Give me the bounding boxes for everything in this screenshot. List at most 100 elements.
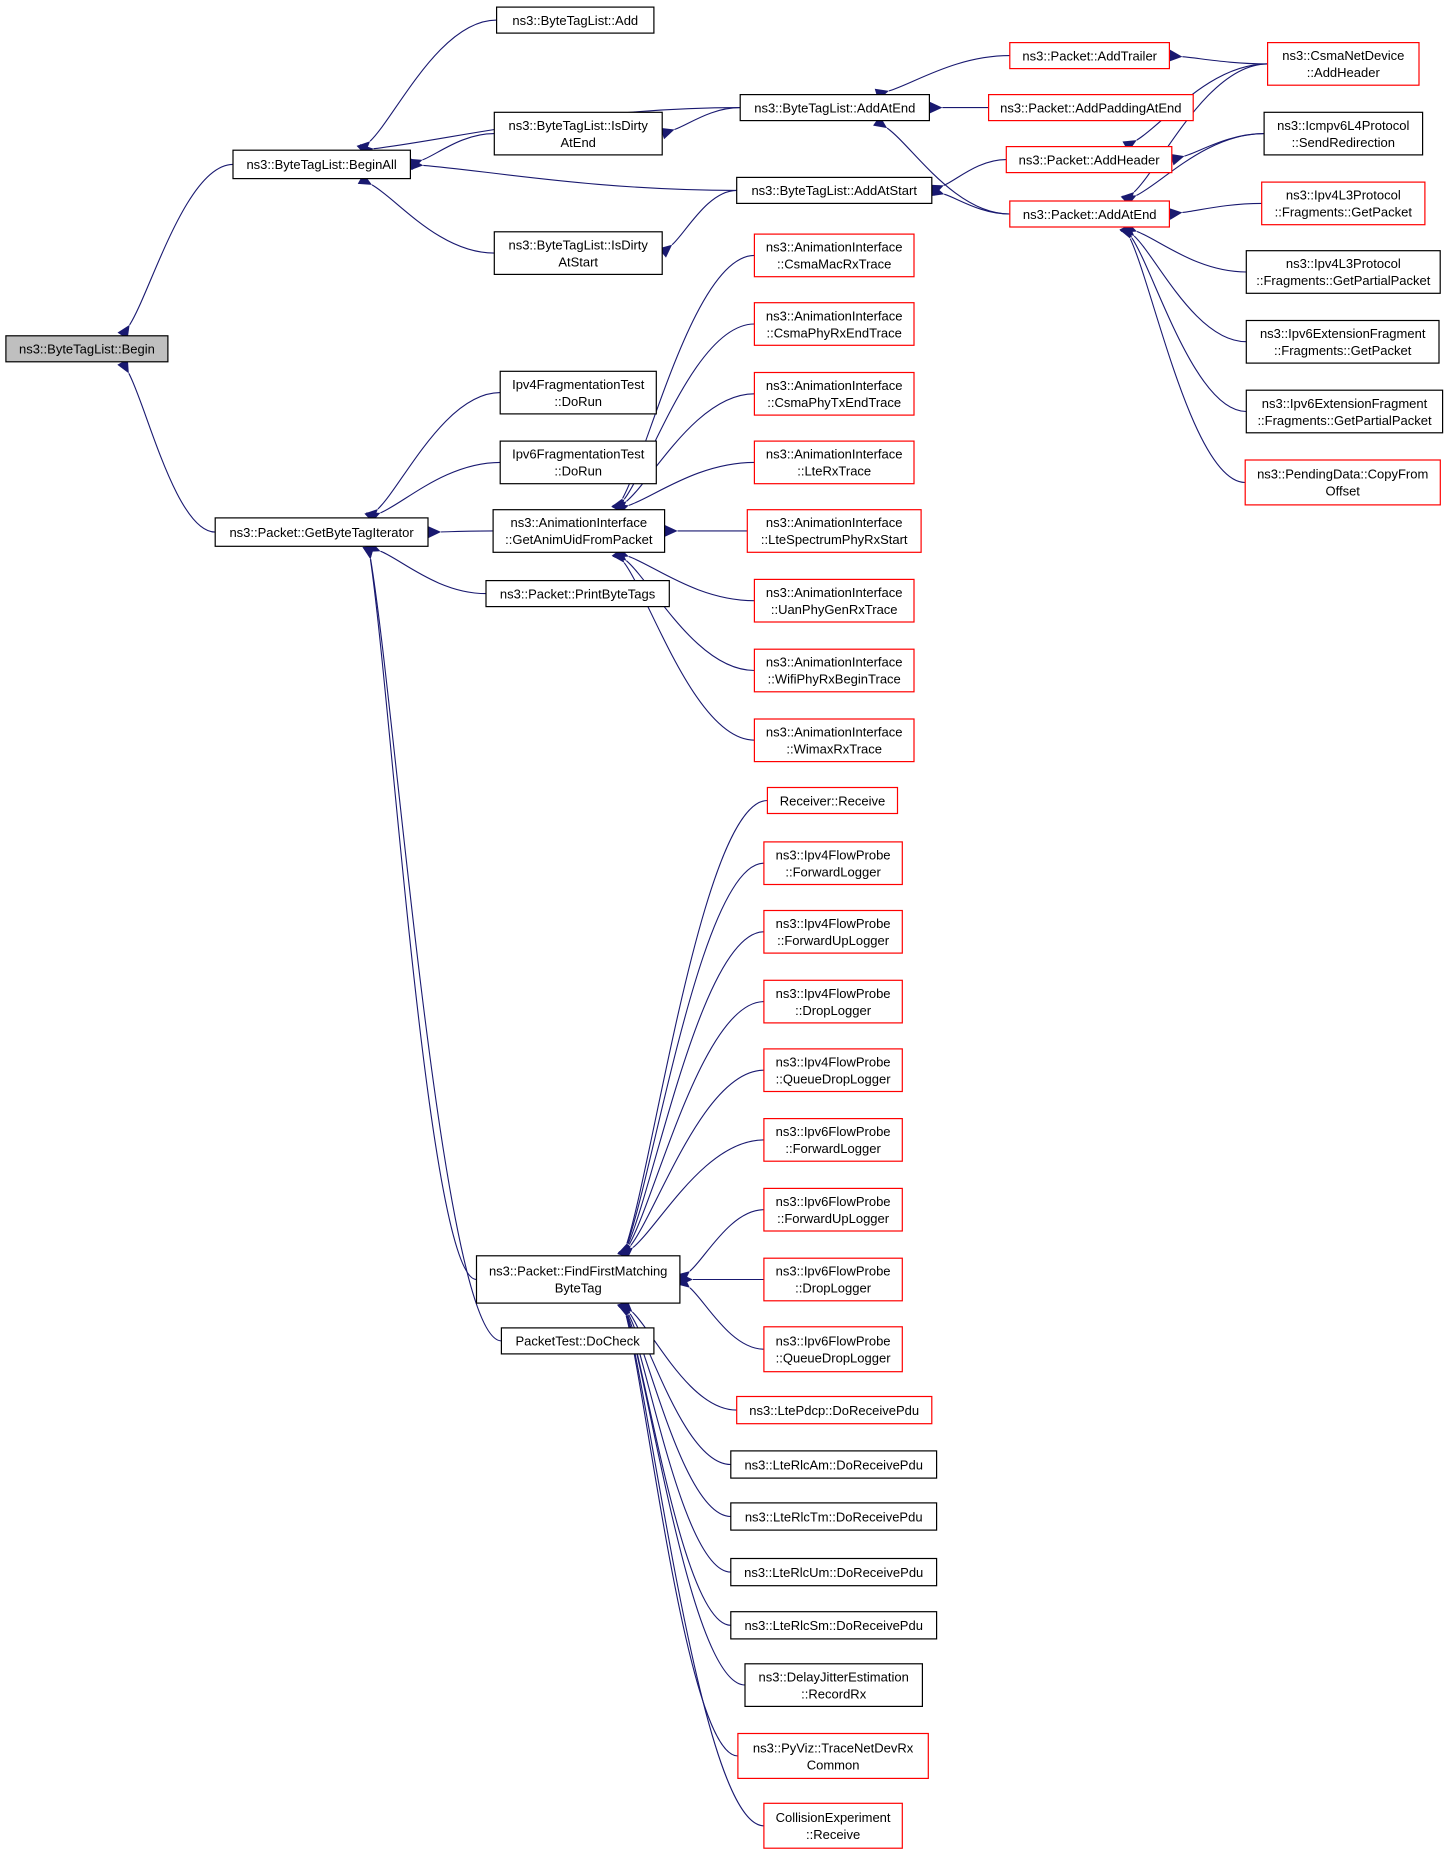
node-box [763,841,903,886]
node-box [737,1732,929,1780]
node-ipv4l3-getpartial[interactable]: ns3::Ipv4L3Protocol::Fragments::GetParti… [1245,250,1441,294]
node-label: ns3::Ipv6FlowProbe [776,1194,891,1209]
node-icmpv6-sendredir[interactable]: ns3::Icmpv6L4Protocol::SendRedirection [1263,111,1424,156]
node-lterlcum[interactable]: ns3::LteRlcUm::DoReceivePdu [730,1557,938,1587]
node-anim-wimax[interactable]: ns3::AnimationInterface::WimaxRxTrace [753,718,915,763]
edge-anim-getuid-to-getbytetagiter [427,526,494,539]
node-anim-csmaphytxend[interactable]: ns3::AnimationInterface::CsmaPhyTxEndTra… [753,371,915,416]
node-ipv6ext-getpacket[interactable]: ns3::Ipv6ExtensionFragment::Fragments::G… [1245,319,1440,364]
node-label: ::LteRxTrace [797,464,871,479]
node-ipv4fp-fwd[interactable]: ns3::Ipv4FlowProbe::ForwardLogger [763,841,903,886]
node-anim-csmamacrx[interactable]: ns3::AnimationInterface::CsmaMacRxTrace [753,233,915,278]
node-box [1009,41,1170,70]
edge-icmpv6-sendredir-to-p-addatend [1122,133,1265,207]
node-box [753,578,915,623]
node-btl-addatstart[interactable]: ns3::ByteTagList::AddAtStart [736,176,933,204]
node-label: ::WimaxRxTrace [786,742,882,757]
node-box [1261,181,1426,226]
node-ipv4fp-fwdup[interactable]: ns3::Ipv4FlowProbe::ForwardUpLogger [763,909,903,954]
node-ipv6fp-drop[interactable]: ns3::Ipv6FlowProbe::DropLogger [763,1257,903,1302]
node-box [736,1395,933,1425]
node-label: AtEnd [560,135,595,150]
node-ipv6ext-getpartial[interactable]: ns3::Ipv6ExtensionFragment::Fragments::G… [1245,389,1444,434]
node-ipv6fp-fwdup[interactable]: ns3::Ipv6FlowProbe::ForwardUpLogger [763,1187,903,1232]
node-getbytetagiter[interactable]: ns3::Packet::GetByteTagIterator [214,517,429,547]
edge-ipv4l3-getpartial-to-p-addatend [1122,221,1247,273]
node-label: ns3::Ipv4FlowProbe [776,986,891,1001]
edge-btl-addatstart-to-isdirtyatstart [658,189,737,258]
node-ipv6fp-qdrop[interactable]: ns3::Ipv6FlowProbe::QueueDropLogger [763,1326,903,1373]
node-label: ::QueueDropLogger [776,1351,892,1366]
node-label: ns3::Packet::AddTrailer [1022,48,1157,63]
node-box [753,233,915,278]
node-label: ::DoRun [554,464,602,479]
node-btl-addatend[interactable]: ns3::ByteTagList::AddAtEnd [739,93,931,122]
node-ipv6frag-dorun[interactable]: Ipv6FragmentationTest::DoRun [499,440,657,485]
node-delayjitter[interactable]: ns3::DelayJitterEstimation::RecordRx [744,1663,923,1708]
node-label: Common [807,1757,860,1772]
node-label: ns3::AnimationInterface [766,378,903,393]
node-collision[interactable]: CollisionExperiment::Receive [763,1802,903,1849]
node-p-addpaddingatend[interactable]: ns3::Packet::AddPaddingAtEnd [987,93,1194,122]
node-anim-uanphy[interactable]: ns3::AnimationInterface::UanPhyGenRxTrac… [753,578,915,623]
node-lterlcam[interactable]: ns3::LteRlcAm::DoReceivePdu [730,1450,938,1479]
node-p-addtrailer[interactable]: ns3::Packet::AddTrailer [1009,41,1170,70]
node-p-addheader[interactable]: ns3::Packet::AddHeader [1005,146,1173,174]
node-printbytetags[interactable]: ns3::Packet::PrintByteTags [485,579,670,608]
node-anim-lterx[interactable]: ns3::AnimationInterface::LteRxTrace [753,440,915,485]
edge-csma-addheader-to-p-addtrailer [1168,49,1268,65]
node-box [475,1255,681,1304]
node-csma-addheader[interactable]: ns3::CsmaNetDevice::AddHeader [1266,41,1420,86]
node-anim-getuid[interactable]: ns3::AnimationInterface::GetAnimUidFromP… [492,509,666,553]
node-box [500,1327,655,1355]
node-ltepdcp[interactable]: ns3::LtePdcp::DoReceivePdu [736,1395,933,1425]
node-ipv4l3-getpacket[interactable]: ns3::Ipv4L3Protocol::Fragments::GetPacke… [1261,181,1426,226]
node-label: Offset [1325,484,1360,499]
node-label: ::CsmaPhyRxEndTrace [767,325,902,340]
node-p-addatend[interactable]: ns3::Packet::AddAtEnd [1009,200,1170,228]
node-anim-wifiphy[interactable]: ns3::AnimationInterface::WifiPhyRxBeginT… [753,648,915,693]
node-label: ns3::Packet::AddPaddingAtEnd [1000,100,1181,115]
edge-anim-lterx-to-anim-getuid [614,461,755,516]
node-label: ::DropLogger [795,1281,872,1296]
node-packettest-docheck[interactable]: PacketTest::DoCheck [500,1327,655,1355]
node-label: ::Fragments::GetPacket [1275,205,1413,220]
node-label: ns3::Packet::AddHeader [1019,152,1161,167]
node-box [763,1187,903,1232]
edge-pending-copy-to-p-addatend [1119,224,1246,484]
node-box [763,1802,903,1849]
node-box [753,718,915,763]
node-receiver-receive[interactable]: Receiver::Receive [766,786,899,815]
node-box [763,1326,903,1373]
node-label: ::CsmaPhyTxEndTrace [767,395,901,410]
node-beginall[interactable]: ns3::ByteTagList::BeginAll [232,149,411,180]
node-box [763,1117,903,1162]
node-btl-add[interactable]: ns3::ByteTagList::Add [496,6,655,34]
node-box [499,370,657,415]
node-begin[interactable]: ns3::ByteTagList::Begin [5,335,169,363]
edge-ipv6fp-qdrop-to-findfirst [676,1274,764,1350]
node-box [763,1048,903,1093]
node-ipv6fp-fwd[interactable]: ns3::Ipv6FlowProbe::ForwardLogger [763,1117,903,1162]
node-lterlcsm[interactable]: ns3::LteRlcSm::DoReceivePdu [730,1611,938,1640]
node-box [496,6,655,34]
node-ipv4frag-dorun[interactable]: Ipv4FragmentationTest::DoRun [499,370,657,415]
node-label: ns3::AnimationInterface [766,585,903,600]
node-label: ::Receive [806,1827,860,1842]
node-box [1245,319,1440,364]
node-box [753,302,915,346]
node-lterlctm[interactable]: ns3::LteRlcTm::DoReceivePdu [730,1502,938,1531]
node-label: ns3::LteRlcUm::DoReceivePdu [744,1565,923,1580]
node-ipv4fp-drop[interactable]: ns3::Ipv4FlowProbe::DropLogger [763,979,903,1024]
node-label: ByteTag [555,1281,602,1296]
node-anim-csmaphyrxend[interactable]: ns3::AnimationInterface::CsmaPhyRxEndTra… [753,302,915,346]
node-anim-ltespectrum[interactable]: ns3::AnimationInterface::LteSpectrumPhyR… [746,509,922,553]
node-label: ns3::Ipv4FlowProbe [776,916,891,931]
node-label: ns3::ByteTagList::AddAtEnd [754,100,915,115]
node-ipv4fp-qdrop[interactable]: ns3::Ipv4FlowProbe::QueueDropLogger [763,1048,903,1093]
